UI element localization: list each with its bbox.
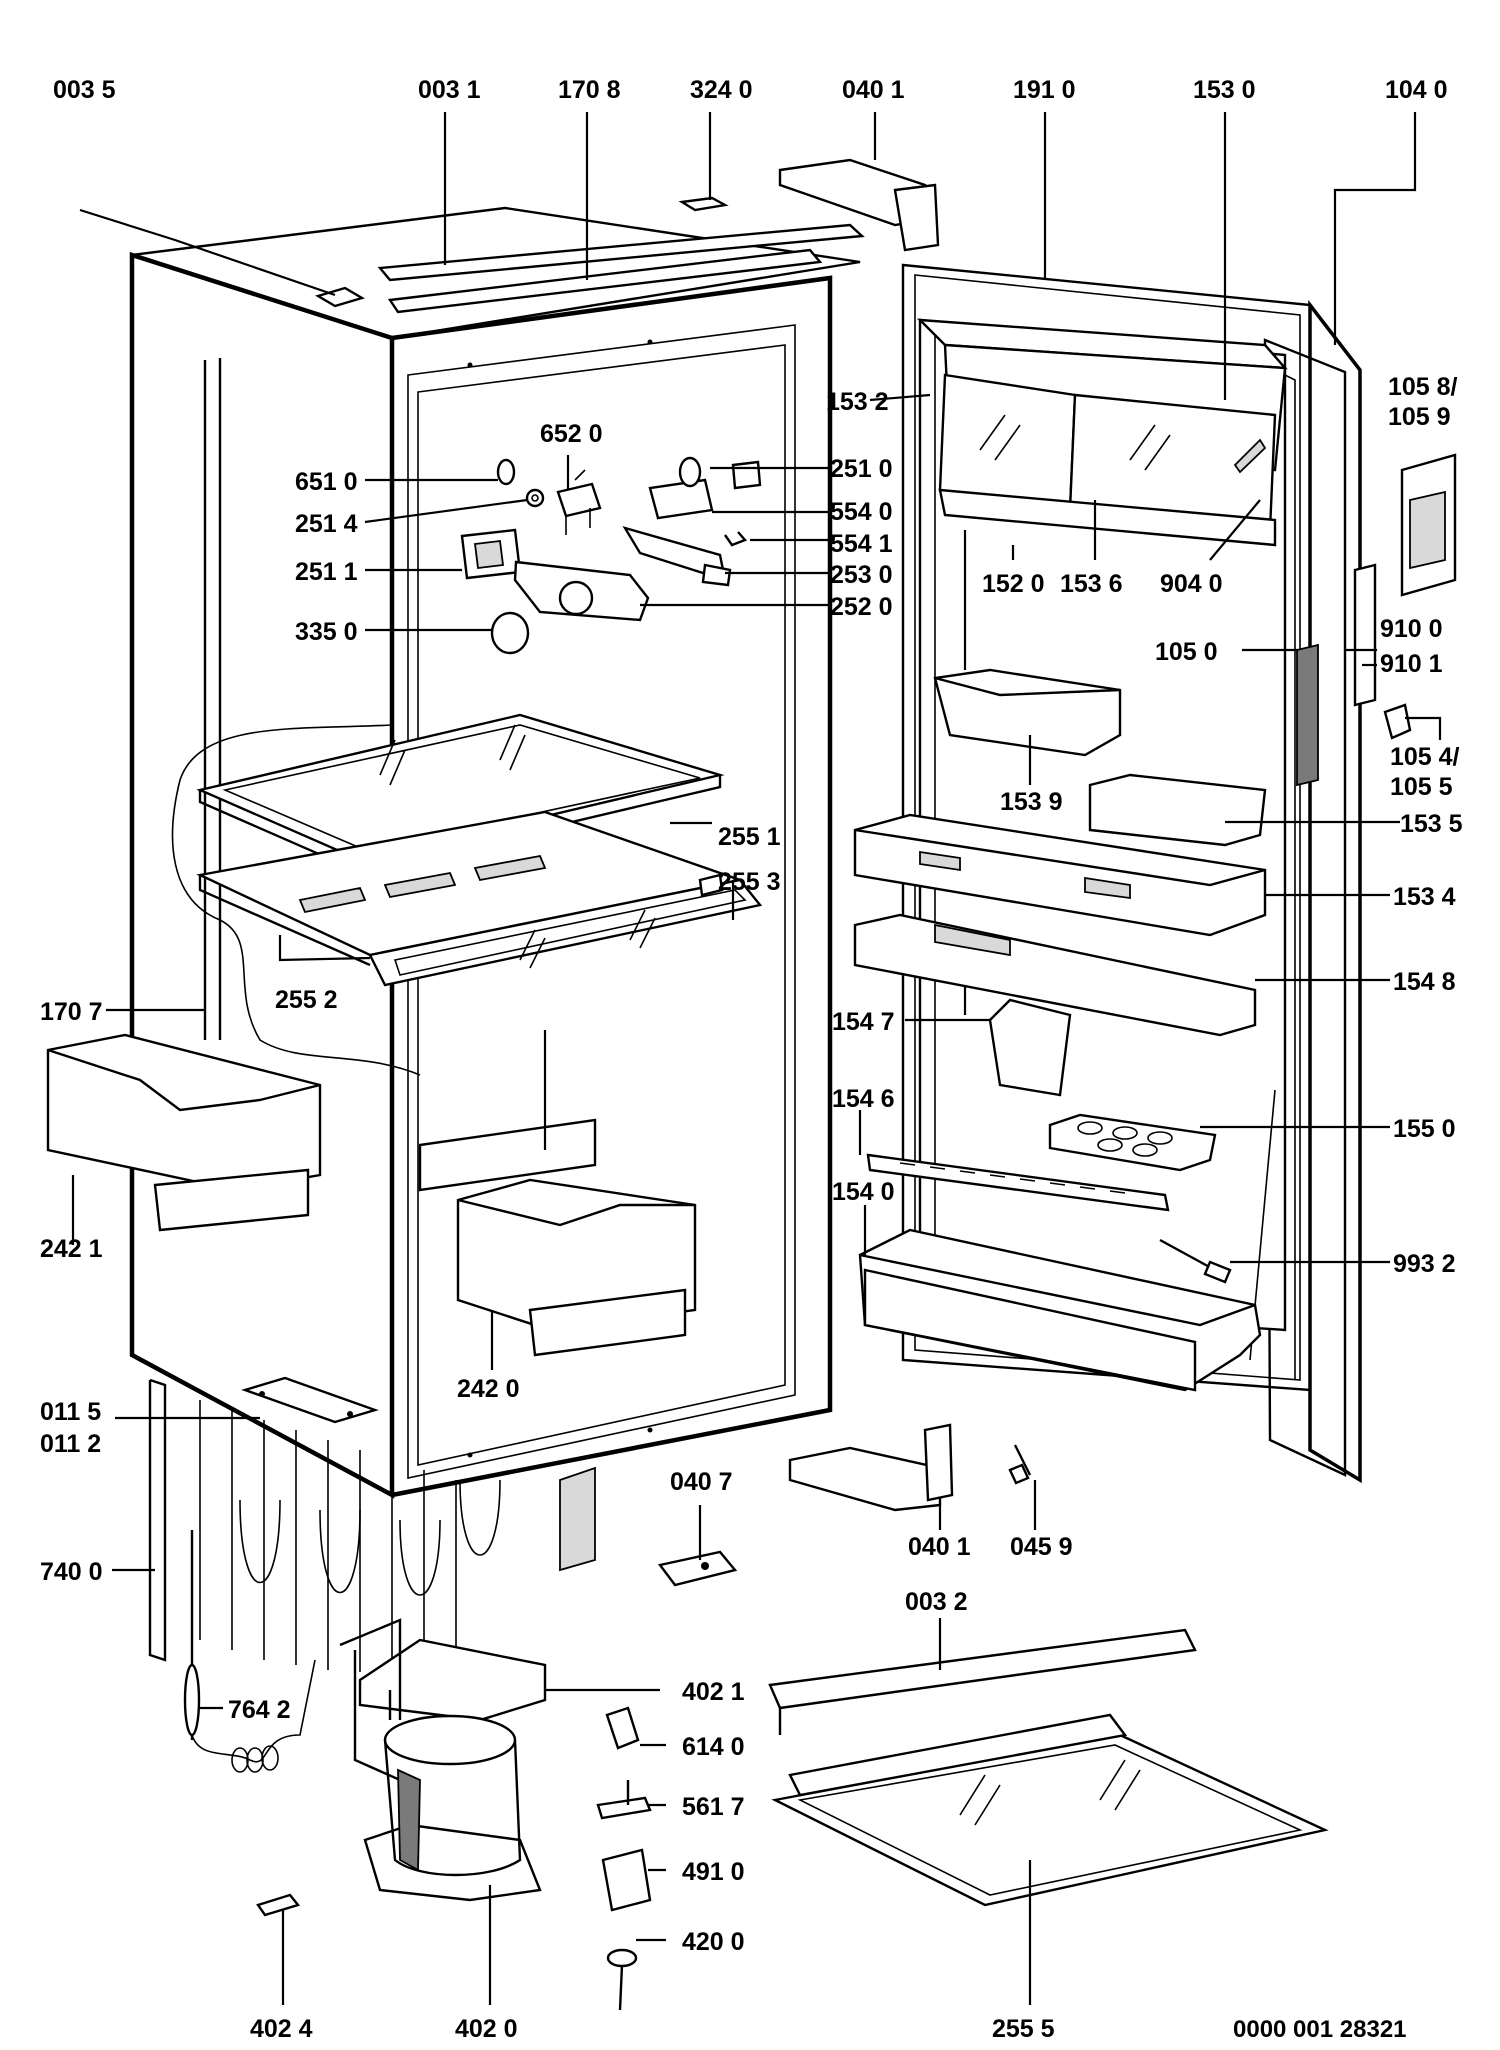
label-0035: 003 5 xyxy=(53,76,116,104)
label-1059: 105 9 xyxy=(1388,403,1451,431)
label-2421: 242 1 xyxy=(40,1235,103,1263)
leader-lines xyxy=(71,112,1442,2005)
label-2510: 251 0 xyxy=(830,455,893,483)
label-9040: 904 0 xyxy=(1160,570,1223,598)
label-2553: 255 3 xyxy=(718,868,781,896)
label-1910: 191 0 xyxy=(1013,76,1076,104)
label-1535: 153 5 xyxy=(1400,810,1463,838)
label-1548: 154 8 xyxy=(1393,968,1456,996)
label-9932: 993 2 xyxy=(1393,1250,1456,1278)
document-number: 0000 001 28321 xyxy=(1233,2016,1407,2043)
label-2520: 252 0 xyxy=(830,593,893,621)
label-1520: 152 0 xyxy=(982,570,1045,598)
label-2552: 255 2 xyxy=(275,986,338,1014)
label-5540: 554 0 xyxy=(830,498,893,526)
door xyxy=(853,263,1457,1484)
electrical-parts xyxy=(460,456,762,655)
label-4024: 402 4 xyxy=(250,2015,313,2043)
label-0401-bottom: 040 1 xyxy=(908,1533,971,1561)
part-number-labels: 003 5 003 1 170 8 324 0 040 1 191 0 153 … xyxy=(40,76,1463,2043)
label-1055: 105 5 xyxy=(1390,773,1453,801)
label-1708: 170 8 xyxy=(558,76,621,104)
label-3350: 335 0 xyxy=(295,618,358,646)
label-1040: 104 0 xyxy=(1385,76,1448,104)
label-1532: 153 2 xyxy=(826,388,889,416)
label-1540: 154 0 xyxy=(832,1178,895,1206)
label-0031: 003 1 xyxy=(418,76,481,104)
small-parts xyxy=(256,158,1032,2011)
glass-shelves xyxy=(196,713,763,987)
label-1547: 154 7 xyxy=(832,1008,895,1036)
label-0115: 011 5 xyxy=(40,1398,101,1426)
label-3240: 324 0 xyxy=(690,76,753,104)
label-1536: 153 6 xyxy=(1060,570,1123,598)
label-4200: 420 0 xyxy=(682,1928,745,1956)
label-6520: 652 0 xyxy=(540,420,603,448)
label-2530: 253 0 xyxy=(830,561,893,589)
label-2555: 255 5 xyxy=(992,2015,1055,2043)
label-0032: 003 2 xyxy=(905,1588,968,1616)
label-1539: 153 9 xyxy=(1000,788,1063,816)
label-2514: 251 4 xyxy=(295,510,358,538)
label-1707: 170 7 xyxy=(40,998,103,1026)
label-2511: 251 1 xyxy=(295,558,358,586)
cabinet-body xyxy=(129,206,865,1499)
label-0407: 040 7 xyxy=(670,1468,733,1496)
label-0401-top: 040 1 xyxy=(842,76,905,104)
label-4020: 402 0 xyxy=(455,2015,518,2043)
label-1550: 155 0 xyxy=(1393,1115,1456,1143)
label-7642: 764 2 xyxy=(228,1696,291,1724)
label-2420: 242 0 xyxy=(457,1375,520,1403)
label-4021: 402 1 xyxy=(682,1678,745,1706)
compressor-assembly xyxy=(183,1530,547,1902)
crisper-drawers xyxy=(46,1033,697,1357)
label-1546: 154 6 xyxy=(832,1085,895,1113)
label-6510: 651 0 xyxy=(295,468,358,496)
label-1058: 105 8/ xyxy=(1388,373,1458,401)
label-4910: 491 0 xyxy=(682,1858,745,1886)
label-5541: 554 1 xyxy=(830,530,893,558)
label-0112: 011 2 xyxy=(40,1430,101,1458)
label-6140: 614 0 xyxy=(682,1733,745,1761)
label-9101: 910 1 xyxy=(1380,650,1443,678)
label-2551: 255 1 xyxy=(718,823,781,851)
label-0459: 045 9 xyxy=(1010,1533,1073,1561)
label-5617: 561 7 xyxy=(682,1793,745,1821)
label-7400: 740 0 xyxy=(40,1558,103,1586)
label-1534: 153 4 xyxy=(1393,883,1456,911)
label-1530: 153 0 xyxy=(1193,76,1256,104)
spare-shelf xyxy=(768,1628,1329,1907)
label-9100: 910 0 xyxy=(1380,615,1443,643)
label-1054: 105 4/ xyxy=(1390,743,1460,771)
label-1050: 105 0 xyxy=(1155,638,1218,666)
condenser xyxy=(148,1378,596,1672)
